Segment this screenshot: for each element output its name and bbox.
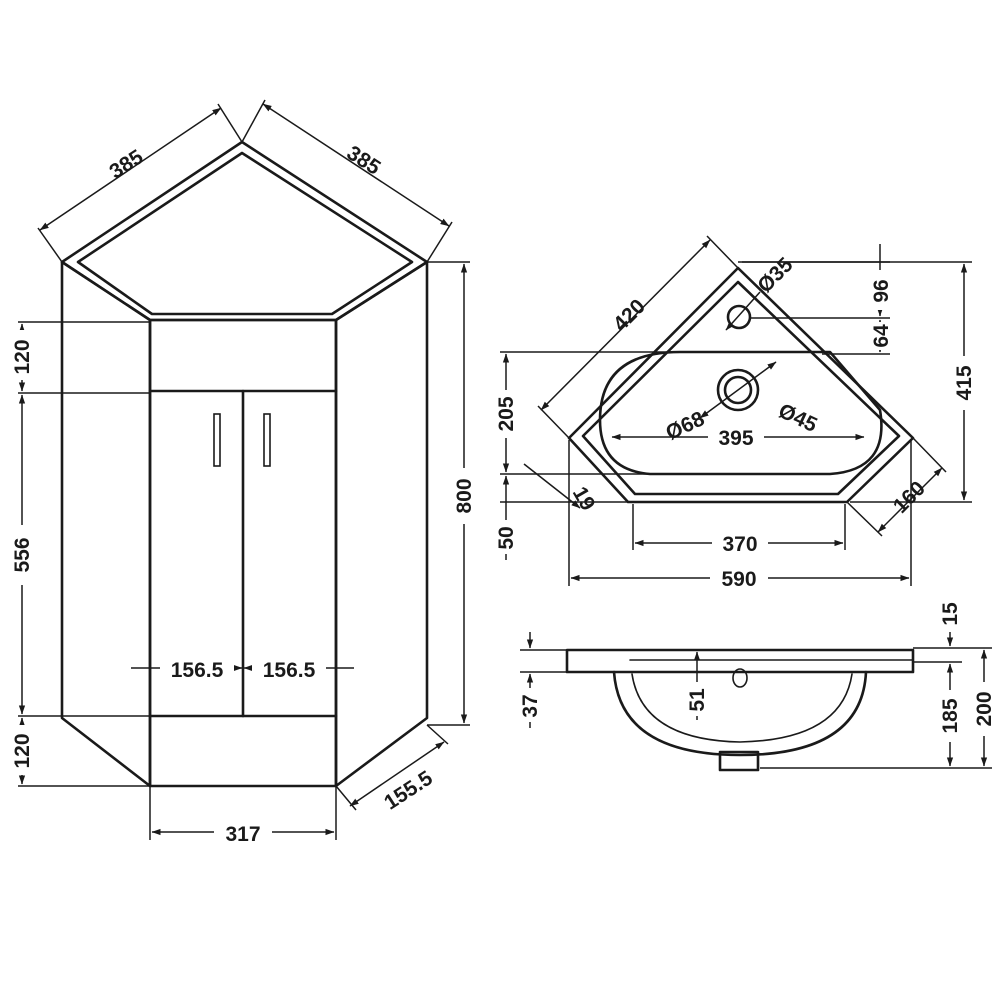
dim-385-right bbox=[262, 103, 450, 227]
basin-plan-dimensions: 420 Ø35 96 64 415 205 50 Ø68 Ø45 395 1 bbox=[494, 235, 978, 591]
basin-side-bowl bbox=[612, 670, 868, 757]
mask-120-top bbox=[8, 330, 36, 380]
label-19: 19 bbox=[568, 483, 600, 515]
label-200: 200 bbox=[973, 691, 996, 726]
leader-35 bbox=[725, 291, 761, 331]
ext-385-left-a bbox=[37, 227, 63, 263]
mask-156-left bbox=[160, 655, 234, 681]
dim-19 bbox=[523, 463, 581, 509]
label-395: 395 bbox=[718, 427, 753, 450]
basin-inner-rim bbox=[581, 280, 901, 496]
ext-385-left-b bbox=[217, 103, 243, 143]
mask-415 bbox=[952, 356, 978, 410]
mask-800 bbox=[452, 468, 478, 524]
label-120-top: 120 bbox=[11, 339, 34, 374]
right-door-handle bbox=[263, 413, 271, 467]
ext-420-b bbox=[706, 235, 739, 269]
mask-50 bbox=[494, 520, 520, 554]
label-420: 420 bbox=[609, 295, 650, 336]
dim-420 bbox=[540, 239, 711, 411]
mask-51 bbox=[685, 682, 711, 716]
label-68: Ø68 bbox=[662, 407, 708, 445]
mask-156-right bbox=[252, 655, 326, 681]
basin-plan-drawing bbox=[567, 266, 915, 504]
label-385-left: 385 bbox=[106, 145, 148, 184]
mask-590 bbox=[710, 565, 768, 591]
label-415: 415 bbox=[953, 365, 976, 400]
dim-160 bbox=[877, 467, 943, 533]
mask-370 bbox=[712, 530, 768, 556]
label-64: 64 bbox=[870, 324, 893, 348]
label-156-right: 156.5 bbox=[263, 659, 316, 682]
mask-317 bbox=[214, 819, 272, 845]
cabinet-left-side bbox=[60, 260, 152, 788]
label-370: 370 bbox=[722, 533, 757, 556]
basin-side-drawing bbox=[565, 648, 915, 772]
mask-64 bbox=[866, 322, 894, 350]
mask-96 bbox=[866, 270, 894, 310]
ext-155-b bbox=[426, 724, 449, 745]
ext-155-a bbox=[335, 785, 357, 811]
label-317: 317 bbox=[225, 823, 260, 846]
basin-side-rim bbox=[565, 648, 915, 674]
mask-37 bbox=[518, 688, 544, 722]
label-590: 590 bbox=[721, 568, 756, 591]
left-door-handle bbox=[213, 413, 221, 467]
label-51: 51 bbox=[686, 688, 709, 712]
label-50: 50 bbox=[495, 526, 518, 549]
mask-556 bbox=[8, 525, 36, 585]
label-800: 800 bbox=[453, 478, 476, 513]
cabinet-drawing bbox=[60, 140, 429, 788]
label-205: 205 bbox=[495, 396, 518, 431]
ext-420-a bbox=[537, 405, 570, 439]
label-96: 96 bbox=[870, 279, 893, 302]
label-37: 37 bbox=[519, 694, 542, 717]
ext-160-a bbox=[846, 501, 883, 537]
label-156-left: 156.5 bbox=[171, 659, 224, 682]
cabinet-right-side bbox=[334, 260, 429, 788]
label-15: 15 bbox=[939, 602, 962, 626]
mask-395 bbox=[708, 425, 764, 451]
label-160: 160 bbox=[889, 477, 930, 518]
mask-15 bbox=[938, 596, 964, 632]
label-556: 556 bbox=[11, 537, 34, 572]
label-120-bottom: 120 bbox=[11, 733, 34, 768]
basin-side-waste bbox=[718, 750, 760, 772]
tap-hole bbox=[726, 304, 752, 330]
ext-160-b bbox=[912, 437, 947, 473]
dim-155 bbox=[349, 741, 445, 807]
label-45: Ø45 bbox=[775, 399, 821, 437]
ext-385-right-b bbox=[426, 221, 453, 263]
label-185: 185 bbox=[939, 698, 962, 733]
dim-385-left bbox=[39, 107, 222, 231]
mask-120-bottom bbox=[8, 725, 36, 775]
mask-185 bbox=[938, 690, 964, 742]
label-385-right: 385 bbox=[343, 141, 385, 180]
basin-side-tap-hole bbox=[732, 668, 748, 688]
mask-205 bbox=[494, 390, 520, 438]
leader-waste bbox=[699, 361, 777, 419]
mask-200 bbox=[972, 682, 998, 736]
ext-385-right-a bbox=[241, 99, 266, 143]
basin-side-bowl-inner bbox=[631, 673, 853, 743]
label-155: 155.5 bbox=[380, 766, 437, 814]
basin-side-dimensions: 37 51 15 185 200 bbox=[518, 596, 998, 769]
